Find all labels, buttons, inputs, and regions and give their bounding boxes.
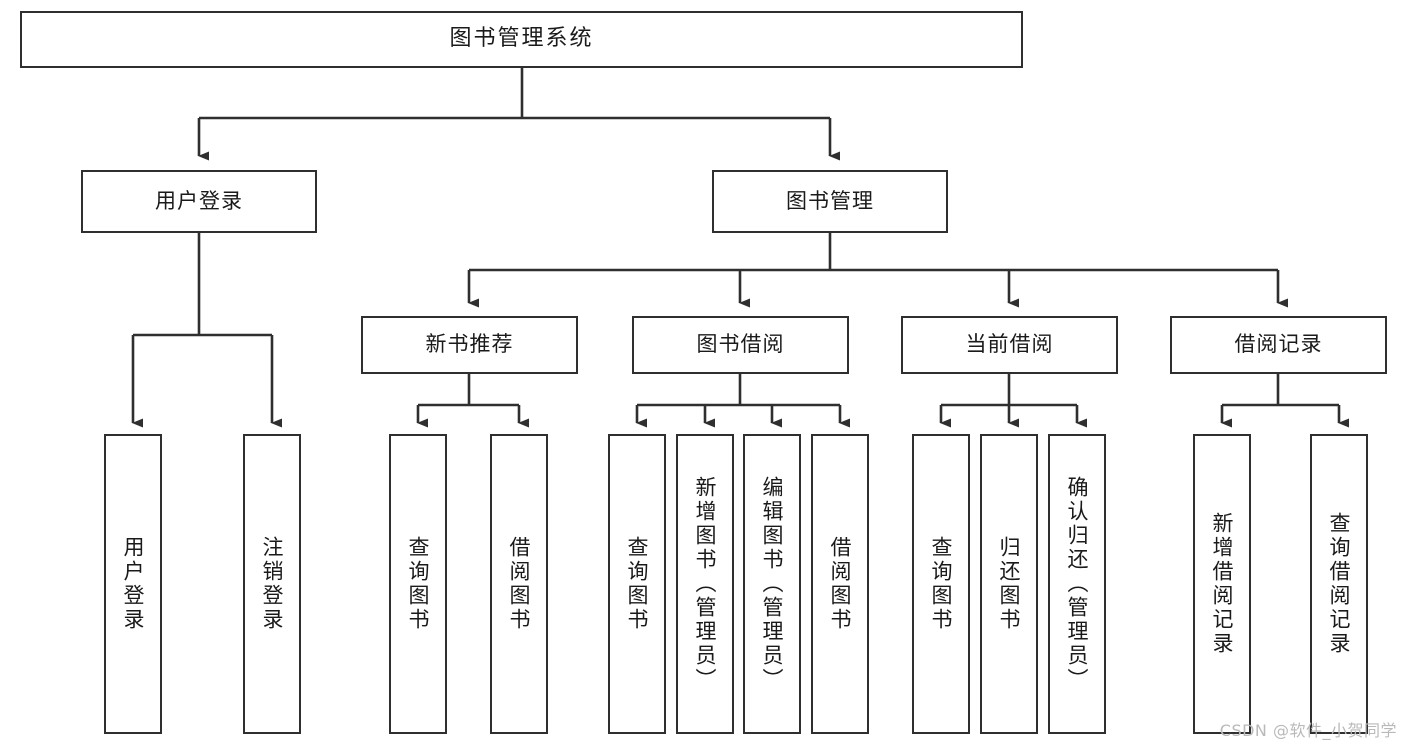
node-leaf-borrow-book-2[interactable]: 借阅图书 <box>811 434 869 734</box>
node-label: 注销登录 <box>260 536 285 632</box>
node-label: 新增图书（管理员） <box>693 476 718 692</box>
node-leaf-add-record[interactable]: 新增借阅记录 <box>1193 434 1251 734</box>
node-label: 查询借阅记录 <box>1327 512 1352 656</box>
node-label: 查询图书 <box>406 536 431 632</box>
node-new-book-rec[interactable]: 新书推荐 <box>361 316 578 374</box>
node-leaf-borrow-book-1[interactable]: 借阅图书 <box>490 434 548 734</box>
node-label: 编辑图书（管理员） <box>760 476 785 692</box>
node-leaf-query-book-1[interactable]: 查询图书 <box>389 434 447 734</box>
node-leaf-return-book[interactable]: 归还图书 <box>980 434 1038 734</box>
node-leaf-query-record[interactable]: 查询借阅记录 <box>1310 434 1368 734</box>
node-leaf-edit-book[interactable]: 编辑图书（管理员） <box>743 434 801 734</box>
node-label: 用户登录 <box>155 188 243 213</box>
node-label: 借阅记录 <box>1234 332 1323 357</box>
node-label: 新增借阅记录 <box>1210 512 1235 656</box>
node-label: 查询图书 <box>929 536 954 632</box>
node-leaf-add-book[interactable]: 新增图书（管理员） <box>676 434 734 734</box>
node-label: 新书推荐 <box>425 332 514 357</box>
node-user-login[interactable]: 用户登录 <box>81 170 317 233</box>
node-borrow-record[interactable]: 借阅记录 <box>1170 316 1387 374</box>
node-leaf-login[interactable]: 用户登录 <box>104 434 162 734</box>
node-label: 归还图书 <box>997 536 1022 632</box>
node-leaf-query-book-3[interactable]: 查询图书 <box>912 434 970 734</box>
node-book-manage[interactable]: 图书管理 <box>712 170 948 233</box>
node-label: 图书借阅 <box>696 332 785 357</box>
node-label: 确认归还（管理员） <box>1065 476 1090 692</box>
node-system-title[interactable]: 图书管理系统 <box>20 11 1023 68</box>
node-label: 图书管理系统 <box>449 26 594 52</box>
node-leaf-logout[interactable]: 注销登录 <box>243 434 301 734</box>
node-label: 查询图书 <box>625 536 650 632</box>
node-label: 图书管理 <box>786 188 874 213</box>
node-label: 借阅图书 <box>828 536 853 632</box>
node-book-borrow[interactable]: 图书借阅 <box>632 316 849 374</box>
csdn-watermark: CSDN @软件_小贺同学 <box>1219 721 1397 740</box>
node-label: 当前借阅 <box>965 332 1054 357</box>
node-current-borrow[interactable]: 当前借阅 <box>901 316 1118 374</box>
node-label: 用户登录 <box>121 536 146 632</box>
node-leaf-query-book-2[interactable]: 查询图书 <box>608 434 666 734</box>
node-leaf-confirm-return[interactable]: 确认归还（管理员） <box>1048 434 1106 734</box>
node-label: 借阅图书 <box>507 536 532 632</box>
